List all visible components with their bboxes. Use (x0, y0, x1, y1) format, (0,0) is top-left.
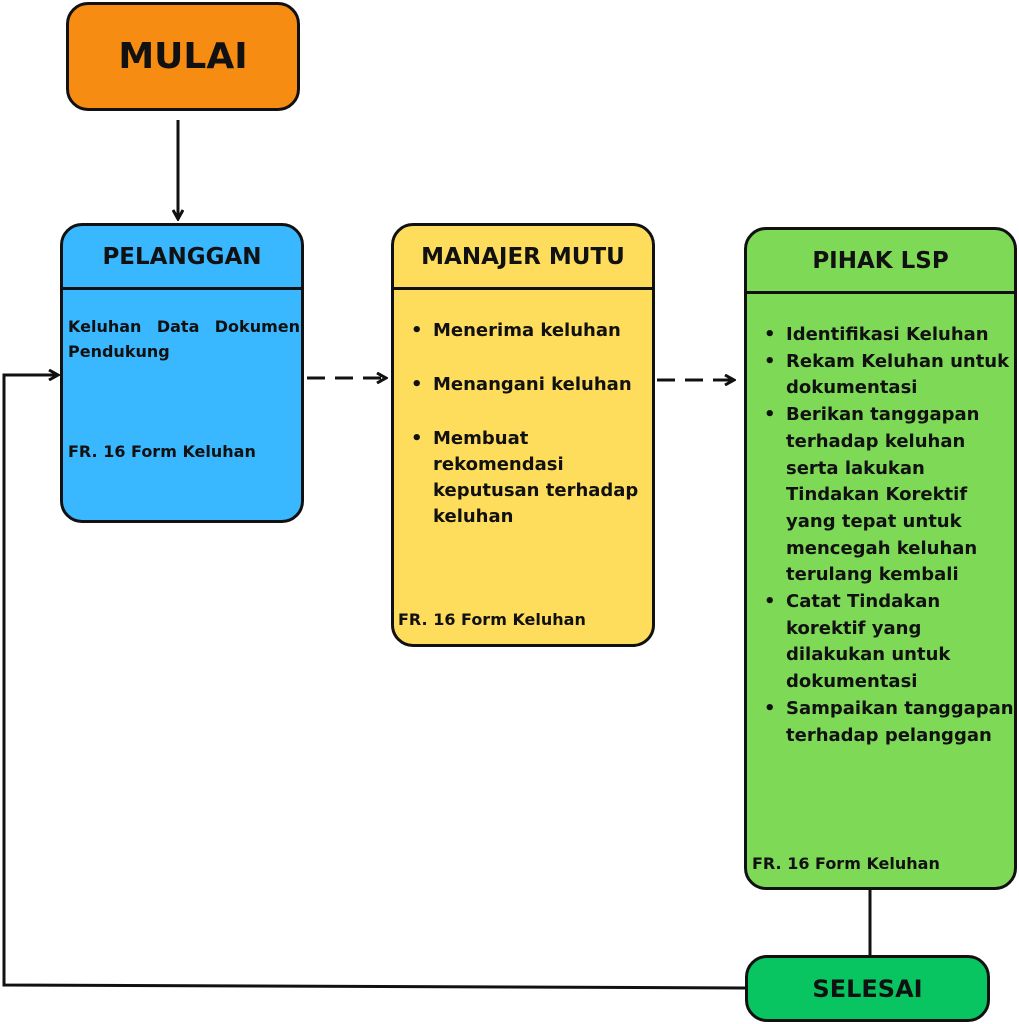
step-item: Rekam Keluhan untuk dokumentasi (764, 349, 1014, 402)
lane-pihak-lsp-steps: Identifikasi Keluhan Rekam Keluhan untuk… (764, 322, 1014, 749)
start-terminal: MULAI (66, 2, 300, 111)
lane-pihak-lsp-title: PIHAK LSP (812, 247, 949, 274)
lane-pelanggan-header: PELANGGAN (63, 226, 301, 290)
lane-pihak-lsp: PIHAK LSP Identifikasi Keluhan Rekam Kel… (744, 227, 1017, 890)
loop-back-line (2, 375, 746, 990)
lane-pelanggan-form: FR. 16 Form Keluhan (68, 442, 256, 461)
lane-pelanggan: PELANGGAN Keluhan Data Dokumen Pendukung… (60, 223, 304, 523)
lane-pihak-lsp-header: PIHAK LSP (747, 230, 1014, 294)
step-item: Identifikasi Keluhan (764, 322, 1014, 349)
lane-manajer-mutu-title: MANAJER MUTU (421, 243, 625, 270)
step-item: Catat Tindakan korektif yang dilakukan u… (764, 589, 1014, 696)
start-label: MULAI (118, 36, 248, 77)
lane-manajer-mutu-steps: Menerima keluhan Menangani keluhan Membu… (411, 318, 649, 530)
step-item: Sampaikan tanggapan terhadap pelanggan (764, 696, 1014, 749)
lane-manajer-mutu-form: FR. 16 Form Keluhan (398, 610, 586, 629)
lane-manajer-mutu: MANAJER MUTU Menerima keluhan Menangani … (391, 223, 655, 647)
step-item: Berikan tanggapan terhadap keluhan serta… (764, 402, 1014, 589)
end-label: SELESAI (812, 974, 923, 1003)
end-terminal: SELESAI (745, 955, 990, 1022)
step-item: Membuat rekomendasi keputusan terhadap k… (411, 426, 649, 530)
step-item: Menerima keluhan (411, 318, 649, 344)
lane-pihak-lsp-form: FR. 16 Form Keluhan (752, 854, 940, 873)
lane-manajer-mutu-header: MANAJER MUTU (394, 226, 652, 290)
lane-pelanggan-text: Keluhan Data Dokumen Pendukung (68, 317, 300, 361)
step-item: Menangani keluhan (411, 372, 649, 398)
lane-pelanggan-title: PELANGGAN (102, 243, 262, 270)
